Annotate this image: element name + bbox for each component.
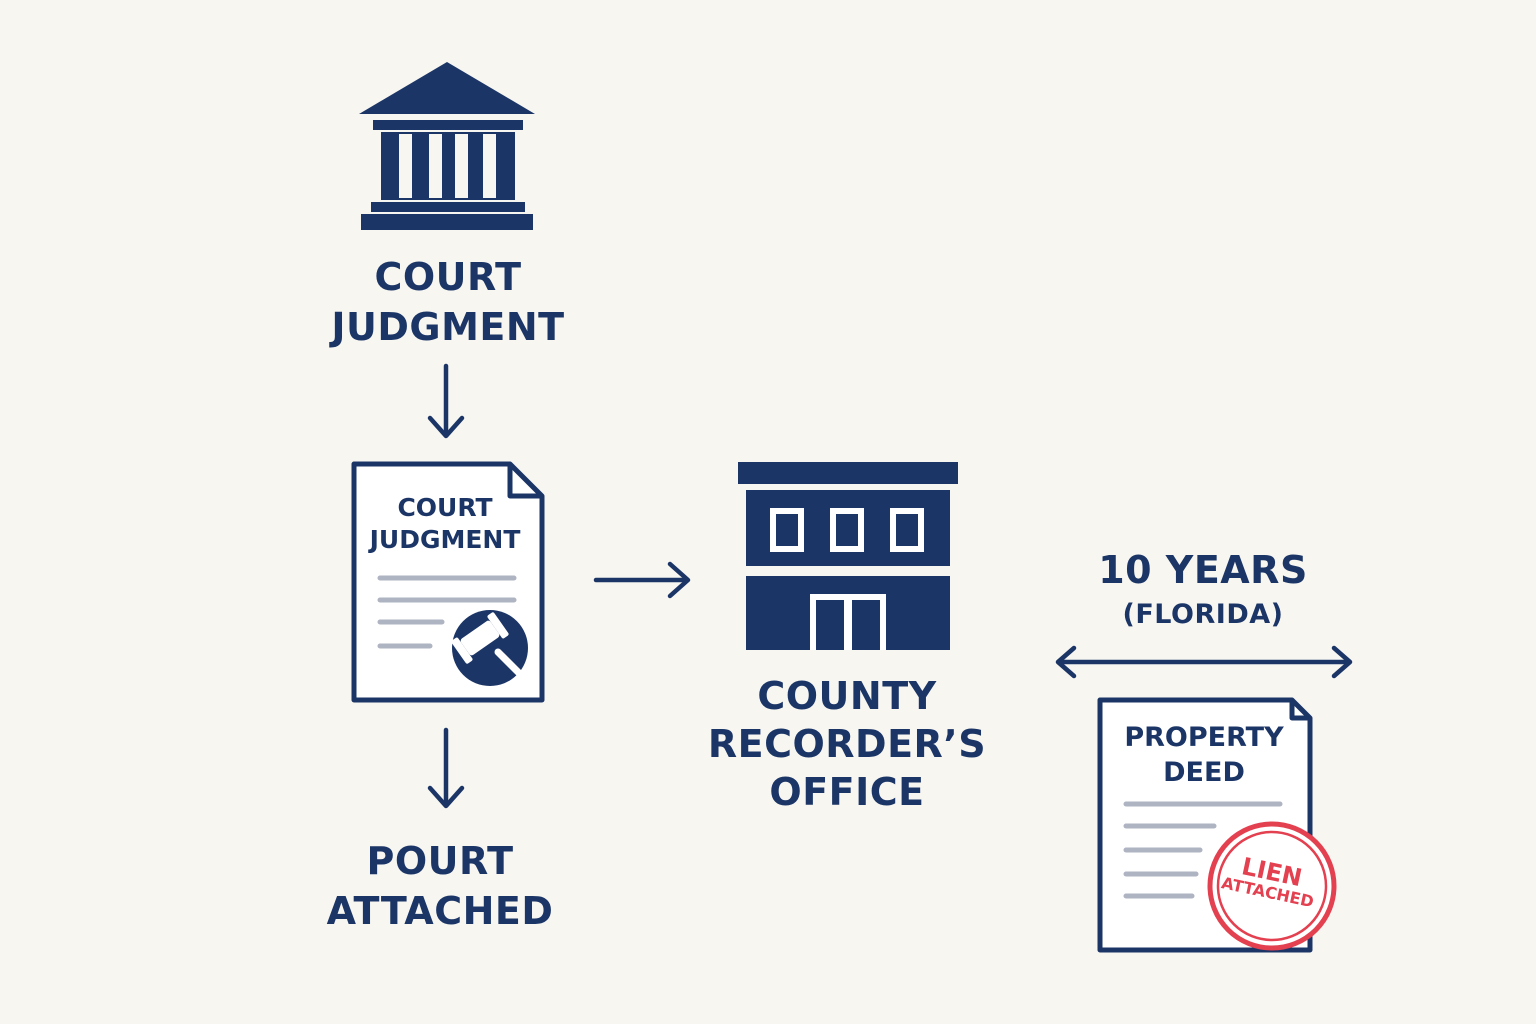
stamp-icon (1207, 821, 1337, 951)
gavel-icon (451, 610, 528, 686)
court-label-line1: COURT (374, 255, 522, 299)
attached-label-line1: POURT (366, 839, 514, 883)
down-arrow-icon (427, 363, 465, 439)
deed-title: PROPERTY DEED (1104, 720, 1304, 790)
down-arrow-icon (427, 727, 465, 809)
deed-title-line2: DEED (1163, 757, 1245, 788)
right-arrow-icon (593, 561, 691, 599)
court-judgment-label: COURT JUDGMENT (298, 252, 598, 352)
judgment-doc-line1: COURT (397, 493, 493, 522)
judgment-document-title: COURT JUDGMENT (345, 492, 545, 556)
judgment-document-icon (351, 461, 545, 703)
court-label-line2: JUDGMENT (331, 305, 565, 349)
attached-label-line2: ATTACHED (326, 889, 554, 933)
pourt-attached-label: POURT ATTACHED (290, 836, 590, 936)
judgment-doc-line2: JUDGMENT (369, 525, 521, 554)
recorder-label-line1: COUNTY (757, 674, 937, 718)
double-arrow-icon (1055, 645, 1353, 679)
courthouse-icon (359, 62, 535, 230)
duration-main: 10 YEARS (1098, 548, 1308, 592)
duration-sub: (FLORIDA) (1122, 599, 1284, 630)
duration-label: 10 YEARS (FLORIDA) (1053, 546, 1353, 636)
recorder-label-line3: OFFICE (769, 770, 925, 814)
office-building-icon (738, 462, 958, 650)
county-recorder-label: COUNTY RECORDER’S OFFICE (697, 672, 997, 816)
deed-title-line1: PROPERTY (1124, 722, 1284, 753)
recorder-label-line2: RECORDER’S (707, 722, 987, 766)
